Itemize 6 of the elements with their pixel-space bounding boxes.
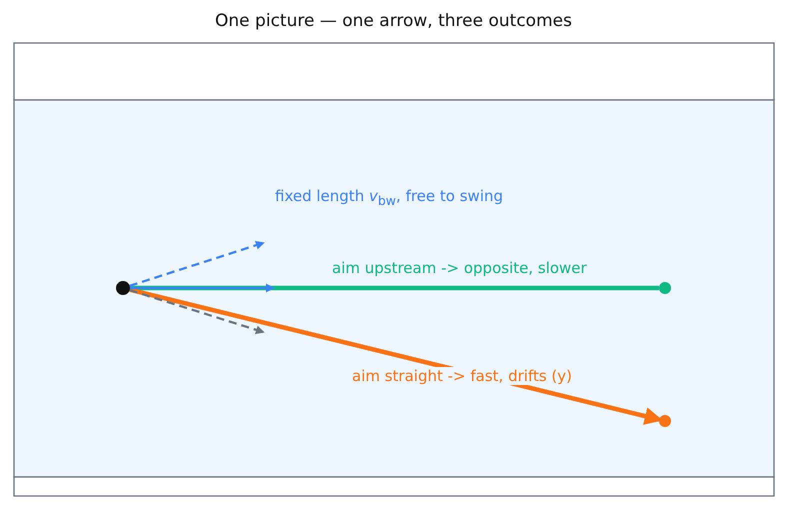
velocity-arrow [129,240,265,287]
annotation-text: fixed length v$_{bw}$, free to swing [275,187,504,208]
edge-label: aim upstream -> opposite, slower [330,259,589,277]
velocity-arrow [130,284,275,292]
diagram-title: One picture — one arrow, three outcomes [214,11,573,31]
velocity-arrow [129,289,265,334]
